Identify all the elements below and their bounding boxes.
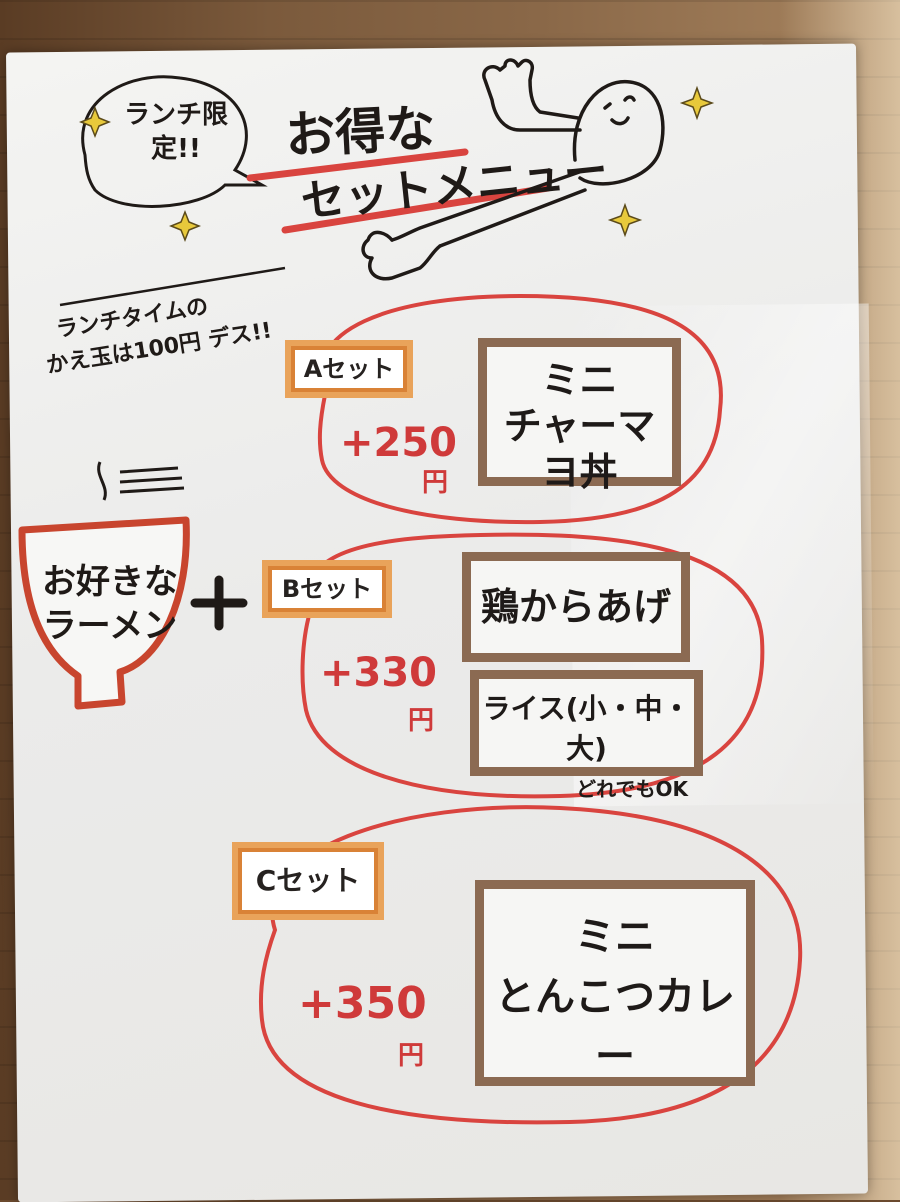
note-divider-line bbox=[59, 266, 286, 307]
set-c-yen: 円 bbox=[398, 1041, 425, 1071]
set-a-item: ミニ チャーマヨ丼 bbox=[478, 338, 681, 494]
bowl-label: お好きな ラーメン bbox=[35, 560, 185, 648]
rice-size-text: ライス(小・中・大) bbox=[482, 692, 691, 765]
set-a-label: Aセット bbox=[285, 340, 413, 398]
ramen-bowl-icon bbox=[18, 461, 190, 710]
set-b-item-rice: ライス(小・中・大) どれでもOK bbox=[470, 670, 703, 801]
set-c-outline bbox=[258, 805, 803, 1125]
set-a-outline bbox=[317, 293, 723, 525]
lunch-only-callout: ランチ限定!! bbox=[123, 100, 228, 164]
bowl-label-line1: お好きな bbox=[42, 562, 178, 602]
rice-any-ok-text: どれでもOK bbox=[576, 777, 688, 801]
plus-sign bbox=[190, 575, 248, 631]
set-b-yen: 円 bbox=[408, 706, 435, 736]
set-b-outline bbox=[300, 532, 765, 799]
set-c-label: Cセット bbox=[232, 842, 384, 920]
set-c-item: ミニ とんこつカレー bbox=[475, 880, 755, 1086]
bowl-label-line2: ラーメン bbox=[42, 606, 178, 646]
title-underline-1 bbox=[246, 148, 469, 182]
set-c-price: +350 bbox=[298, 978, 427, 1029]
mascot-character-icon bbox=[361, 58, 665, 281]
set-b-item-karaage: 鶏からあげ bbox=[462, 552, 690, 662]
set-a-yen: 円 bbox=[422, 468, 449, 498]
sparkle-icon bbox=[78, 85, 715, 243]
set-b-price: +330 bbox=[320, 650, 438, 696]
speech-bubble bbox=[81, 75, 268, 208]
set-a-price: +250 bbox=[340, 420, 458, 466]
set-b-label: Bセット bbox=[262, 560, 392, 618]
